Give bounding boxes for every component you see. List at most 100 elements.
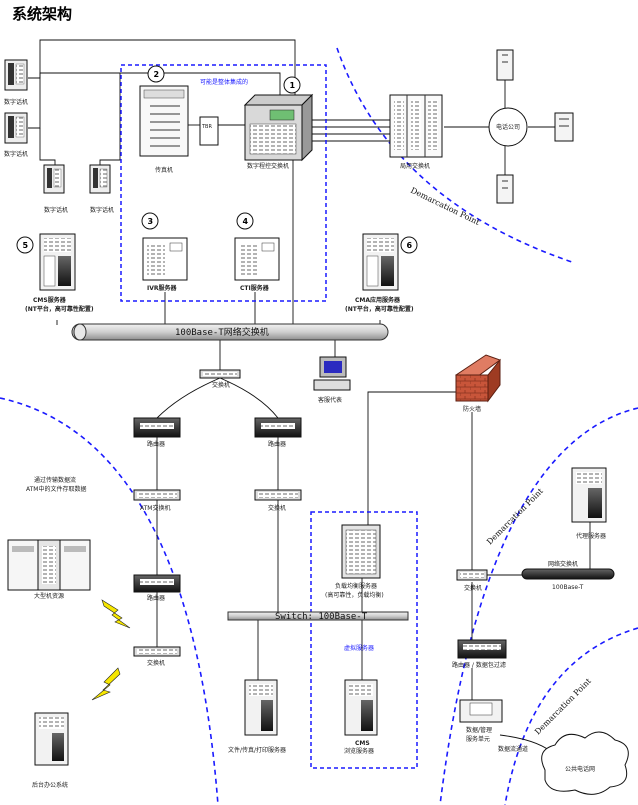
marker-5: 5 <box>16 236 34 254</box>
firewall: 防火墙 <box>455 354 502 413</box>
back-office-system: 后台办公系统 <box>32 712 69 789</box>
demarcation-curve-left <box>0 397 219 805</box>
demarcation-label-top: Demarcation Point <box>409 186 482 228</box>
atm-switch: ATM交换机 <box>133 489 181 512</box>
load-balance-server: 负载均衡服务器 (高可靠性，负载均衡) <box>325 524 384 599</box>
router-lower-label: 路由器 <box>147 594 165 602</box>
cti-server: CTI服务器 <box>234 237 280 292</box>
network-switch-pipe: 网络交换机 100Base-T <box>521 560 615 591</box>
cma-app-server-label: CMA应用服务器 <box>355 296 401 304</box>
router-lower: 路由器 <box>133 574 181 602</box>
pbx-switch-label: 数字程控交换机 <box>247 162 289 170</box>
cms-web-server-label-2: 浏览服务器 <box>344 747 374 755</box>
router-left: 路由器 <box>133 417 181 448</box>
data-service-unit-channel: 数据流通道 <box>498 745 528 753</box>
trunk-switch: 局用交换机 <box>389 94 443 170</box>
tbr-unit-text: TBR <box>201 124 212 130</box>
cms-web-server-label: CMS <box>355 740 370 747</box>
passthrough-note-line-1: 通过传输数据流 <box>34 476 76 484</box>
remote-phone-top <box>496 49 514 81</box>
marker-1: 1 <box>283 76 301 94</box>
switch-bus-label: Switch: 100Base-T <box>275 612 368 622</box>
edge-switch: 交换机 <box>456 569 488 592</box>
cms-server: CMS服务器 (NT平台，高可靠性配置) <box>25 233 94 313</box>
main-network-bus: 100Base-T网络交换机 <box>71 323 389 341</box>
integrated-group-note: 可能是整体集成的 <box>200 78 248 86</box>
diagram-title: 系统架构 <box>12 5 72 23</box>
digital-phone-2-label: 数字话机 <box>4 150 28 158</box>
marker-2-number: 2 <box>154 70 160 79</box>
data-service-unit-label-2: 服务单元 <box>466 735 490 743</box>
load-balance-server-label: 负载均衡服务器 <box>335 582 377 590</box>
pbx-switch: 数字程控交换机 <box>243 93 314 170</box>
marker-5-number: 5 <box>23 241 29 250</box>
tbr-unit: TBR <box>199 116 219 146</box>
passthrough-note-line-2: ATM中的文件存取数据 <box>26 485 86 493</box>
digital-phone-2: 数字话机 <box>4 112 28 158</box>
router-right-label: 路由器 <box>268 440 286 448</box>
agent-workstation-label: 客服代表 <box>318 396 342 404</box>
cti-server-label: CTI服务器 <box>240 284 270 292</box>
marker-4-number: 4 <box>243 217 249 226</box>
digital-phone-3: 数字话机 <box>43 164 68 214</box>
cma-app-server: CMA应用服务器 (NT平台，高可靠性配置) <box>345 233 414 313</box>
virtual-server-label: 虚拟服务器 <box>344 644 374 652</box>
switch-lower-left: 交换机 <box>133 646 181 667</box>
cma-app-server-note: (NT平台，高可靠性配置) <box>345 305 414 313</box>
demarcation-curve-top <box>336 47 573 263</box>
fax-machine: 传真机 <box>139 85 189 174</box>
demarcation-label-right-1: Demarcation Point <box>485 486 545 546</box>
router-left-label: 路由器 <box>147 440 165 448</box>
wireless-link-lower <box>91 667 121 701</box>
cms-web-server: CMS 浏览服务器 <box>344 679 378 755</box>
fax-machine-label: 传真机 <box>155 166 173 174</box>
demarcation-curve-right-1 <box>439 407 638 805</box>
switch-lower-left-label: 交换机 <box>147 659 165 667</box>
public-network-cloud-label: 公共电话网 <box>565 765 595 773</box>
public-network-cloud: 公共电话网 <box>541 731 629 795</box>
marker-6: 6 <box>400 236 418 254</box>
demarcation-label-right-2: Demarcation Point <box>533 676 593 736</box>
router-right: 路由器 <box>254 417 302 448</box>
mainframe-resources: 大型机资源 <box>7 539 91 600</box>
digital-phone-4: 数字话机 <box>89 164 114 214</box>
load-balance-server-note: (高可靠性，负载均衡) <box>325 591 384 599</box>
router-packet-filter: 路由器 / 数据包过滤 <box>452 639 507 669</box>
digital-phone-4-label: 数字话机 <box>90 206 114 214</box>
proxy-server: 代理服务器 <box>571 467 607 540</box>
marker-3-number: 3 <box>148 217 154 226</box>
back-office-system-label: 后台办公系统 <box>32 781 68 789</box>
firewall-label: 防火墙 <box>463 405 481 413</box>
data-service-unit-label-1: 数据/管理 <box>466 726 492 734</box>
distribution-switch: 交换机 <box>254 489 302 512</box>
marker-3: 3 <box>141 212 159 230</box>
marker-2: 2 <box>147 65 165 83</box>
distribution-switch-label: 交换机 <box>268 504 286 512</box>
file-fax-print-server-label: 文件/传真/打印服务器 <box>228 746 286 754</box>
data-service-unit: 数据/管理 服务单元 数据流通道 <box>459 699 528 753</box>
agent-workstation: 客服代表 <box>313 356 351 404</box>
cms-server-label: CMS服务器 <box>33 296 67 304</box>
virtual-server-group-box <box>310 511 418 769</box>
marker-1-number: 1 <box>290 81 296 90</box>
ivr-server-label: IVR服务器 <box>147 284 177 292</box>
demarcation-curve-right-2 <box>504 627 638 805</box>
marker-4: 4 <box>236 212 254 230</box>
atm-switch-label: ATM交换机 <box>140 504 170 512</box>
digital-phone-1: 数字话机 <box>4 59 28 106</box>
router-packet-filter-label: 路由器 / 数据包过滤 <box>452 661 506 669</box>
edge-switch-label: 交换机 <box>464 584 482 592</box>
network-switch-pipe-speed: 100Base-T <box>552 584 584 591</box>
remote-phone-bottom <box>496 174 514 204</box>
integrated-group-box <box>120 64 327 302</box>
trunk-switch-label: 局用交换机 <box>400 162 430 170</box>
digital-phone-1-label: 数字话机 <box>4 98 28 106</box>
phone-company-label: 电话公司 <box>496 123 520 131</box>
ivr-server: IVR服务器 <box>142 237 188 292</box>
remote-phone-right <box>554 112 574 142</box>
network-switch-pipe-label: 网络交换机 <box>548 560 578 568</box>
phone-company: 电话公司 <box>488 107 528 147</box>
mainframe-resources-label: 大型机资源 <box>34 592 64 600</box>
connection-lines <box>28 39 591 756</box>
